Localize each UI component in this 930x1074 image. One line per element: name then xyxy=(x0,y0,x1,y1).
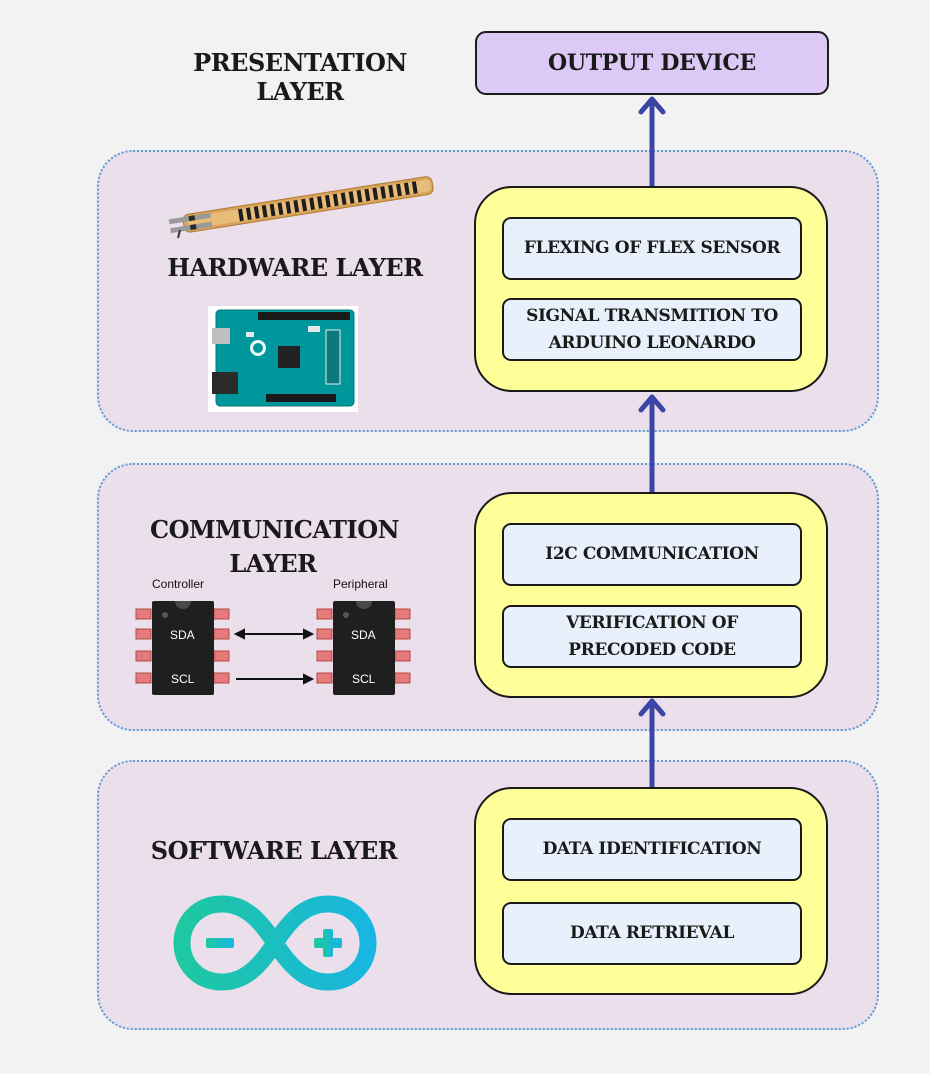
controller-sda-label: SDA xyxy=(170,628,195,642)
output-device-box: OUTPUT DEVICE xyxy=(475,31,829,95)
presentation-layer-title: PRESENTATION LAYER xyxy=(193,48,407,106)
step-flexing-of-flex-sensor: FLEXING OF FLEX SENSOR xyxy=(502,217,802,280)
peripheral-scl-label: SCL xyxy=(352,672,376,686)
flex-sensor-icon xyxy=(168,176,434,239)
step-data-identification: DATA IDENTIFICATION xyxy=(502,818,802,881)
controller-label: Controller xyxy=(152,577,205,591)
peripheral-chip xyxy=(316,601,411,695)
step-data-retrieval: DATA RETRIEVAL xyxy=(502,902,802,965)
arduino-ide-logo-icon xyxy=(173,895,377,991)
controller-scl-label: SCL xyxy=(171,672,195,686)
arduino-leonardo-board-icon xyxy=(208,306,358,412)
peripheral-label: Peripheral xyxy=(333,577,388,591)
software-layer-title: SOFTWARE LAYER xyxy=(150,836,398,865)
step-i2c-communication: I2C COMMUNICATION xyxy=(502,523,802,586)
i2c-diagram-icon xyxy=(135,601,411,695)
controller-chip xyxy=(135,601,230,695)
step-verification-of-precoded-code: VERIFICATION OF PRECODED CODE xyxy=(502,605,802,668)
step-signal-transmission: SIGNAL TRANSMITION TO ARDUINO LEONARDO xyxy=(502,298,802,361)
communication-layer-title: COMMUNICATION LAYER xyxy=(150,515,400,578)
peripheral-sda-label: SDA xyxy=(351,628,376,642)
hardware-layer-title: HARDWARE LAYER xyxy=(167,253,423,282)
